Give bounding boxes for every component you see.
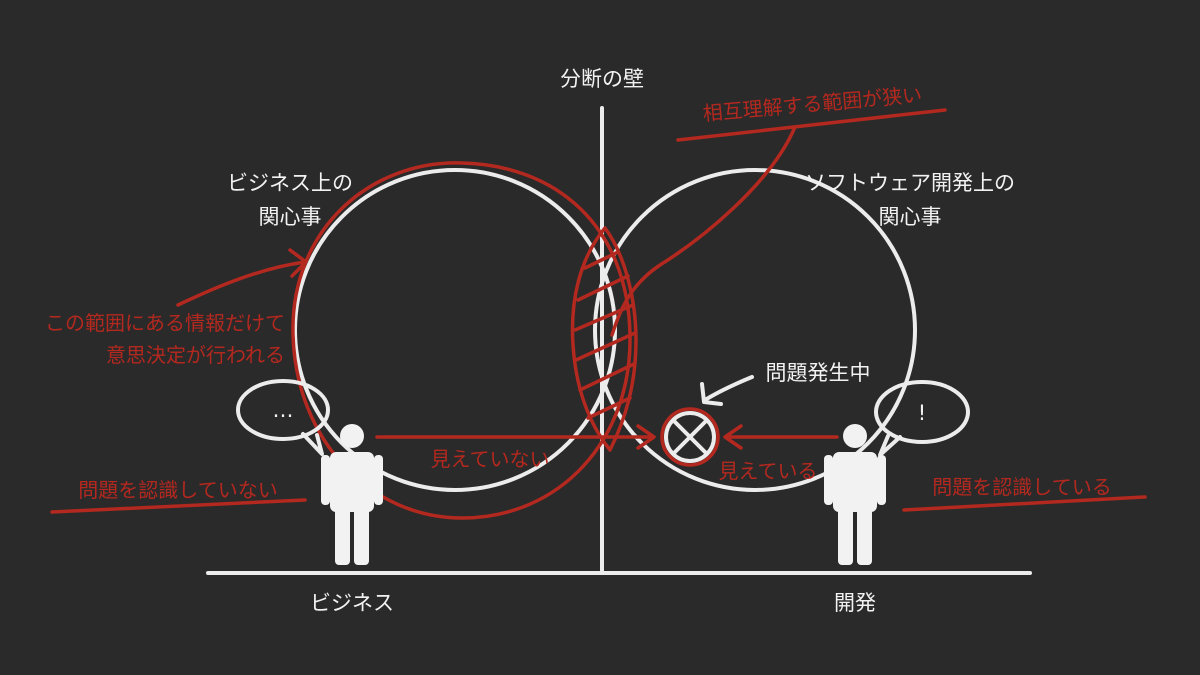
not-recognized-underline [50,498,307,514]
person-icon [321,424,383,565]
not-visible-label: 見えていない [431,447,550,471]
speech-bubble-icon [874,380,970,457]
dev-bubble-text: ! [918,401,926,425]
visible-arrow-head [723,424,743,450]
business-circle-red [291,161,632,520]
mutual-understanding-underline [676,108,947,142]
problem-pointer-head [700,382,723,406]
decision-arrow-head [288,248,308,278]
development-circle [593,168,917,492]
problem-pointer [703,375,754,402]
software-concern-label-2: 関心事 [879,205,942,229]
recognized-label: 問題を認識している [932,475,1111,499]
person-icon [824,424,886,565]
mutual-understanding-label: 相互理解する範囲が狭い [702,82,923,125]
business-bubble-text: … [273,398,294,422]
recognized-underline [902,495,1147,512]
speech-bubble-icon [236,379,330,456]
decision-label-2: 意思決定が行われる [106,343,285,367]
business-concern-label-1: ビジネス上の [227,171,353,195]
software-concern-label-1: ソフトウェア開発上の [805,171,1015,195]
visible-label: 見えている [719,459,818,483]
circled-x-icon [660,407,720,467]
intersection-hatching [573,251,637,420]
decision-label-1: この範囲にある情報だけて [45,311,285,335]
development-label: 開発 [834,591,876,615]
not-visible-arrow-head [636,424,656,450]
decision-arrow [176,260,307,307]
business-label: ビジネス [310,591,394,615]
not-recognized-label: 問題を認識していない [78,478,277,502]
wall-label: 分断の壁 [560,67,644,91]
problem-occurring-label: 問題発生中 [766,361,871,385]
mutual-understanding-pointer [610,125,797,337]
intersection-lens [570,226,638,452]
business-concern-label-2: 関心事 [259,205,322,229]
